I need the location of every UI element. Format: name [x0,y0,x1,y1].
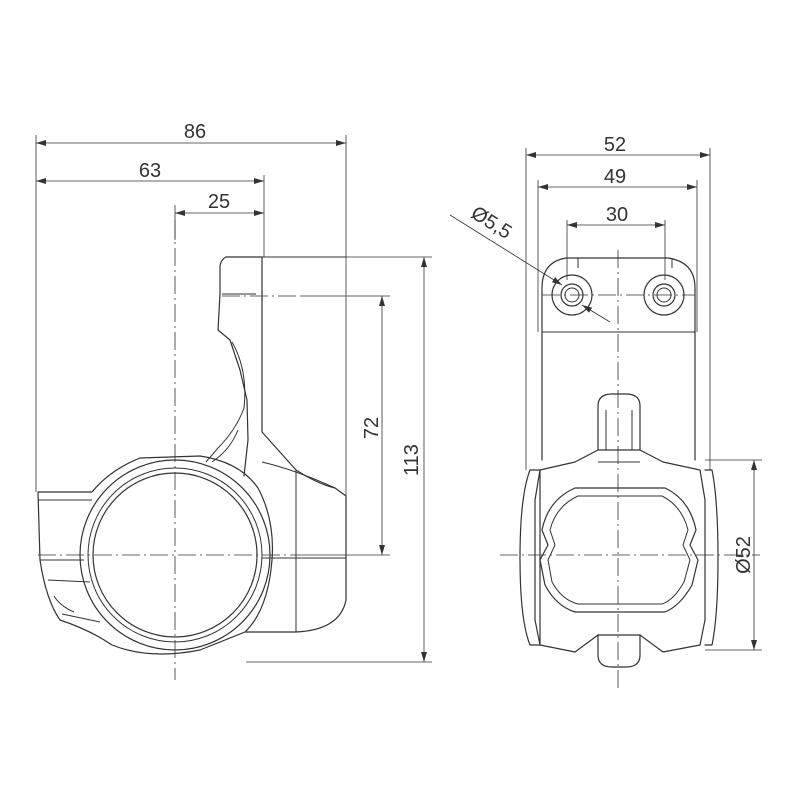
front-bracket-outline [541,257,696,333]
dim-label-63: 63 [139,160,161,182]
front-view: 52 49 30 Ø5,5 Ø52 [449,134,762,690]
dim-label-hole-diameter: Ø5,5 [467,202,515,244]
front-bottom-tab [597,634,641,668]
dim-label-25: 25 [208,191,230,213]
dim-leader-hole [449,214,563,286]
dim-label-30: 30 [606,204,628,226]
side-clamp-outline [37,455,274,655]
dim-label-86: 86 [184,121,206,143]
side-view: 86 63 25 72 113 [35,121,432,680]
dim-label-49: 49 [604,166,626,188]
side-bracket-outline [225,256,347,633]
dim-label-tube-diameter: Ø52 [733,536,755,574]
dim-label-113: 113 [401,444,423,476]
dim-label-72: 72 [361,417,383,439]
dim-label-52: 52 [604,134,626,156]
front-tube-window [539,487,699,613]
hole-right [652,283,676,307]
front-top-tab [597,393,641,451]
front-clamp-outline [534,449,706,653]
